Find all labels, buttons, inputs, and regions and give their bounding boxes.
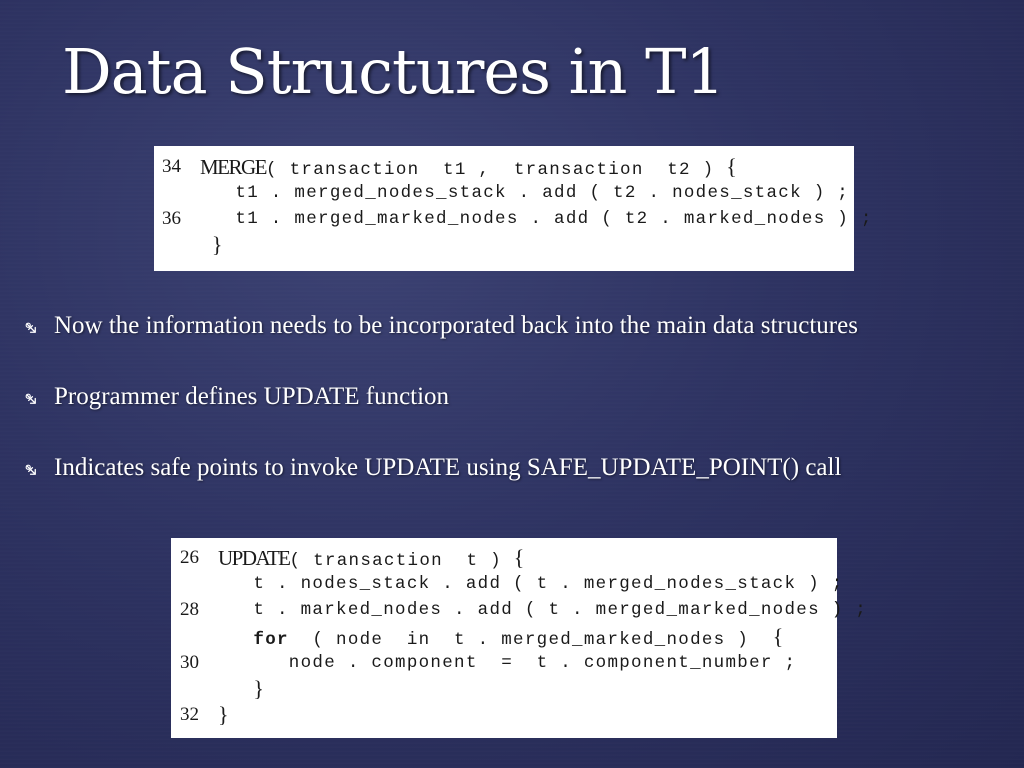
code-token <box>218 630 253 650</box>
slide-title: Data Structures in T1 <box>62 35 725 108</box>
line-number <box>180 571 218 597</box>
code-line: } <box>162 232 854 258</box>
code-line: 36 t1 . merged_marked_nodes . add ( t2 .… <box>162 206 871 232</box>
bullet-arrow-icon <box>24 453 54 482</box>
line-number: 34 <box>162 156 181 177</box>
code-text: t1 . merged_nodes_stack . add ( t2 . nod… <box>200 180 849 206</box>
merge-code-block: 34 MERGE( transaction t1 , transaction t2… <box>154 146 871 271</box>
brace: } <box>253 675 266 701</box>
line-number: 36 <box>162 208 181 229</box>
bullet-text: Now the information needs to be incorpor… <box>54 312 858 339</box>
line-number: 32 <box>180 704 199 726</box>
code-text: node . component = t . component_number … <box>218 650 796 676</box>
bullet-arrow-icon <box>24 311 54 340</box>
brace: { <box>772 623 785 649</box>
brace: } <box>211 232 224 257</box>
code-token: ( transaction t ) <box>289 551 514 571</box>
bullet-list: Now the information needs to be incorpor… <box>24 311 984 482</box>
bullet-item: Now the information needs to be incorpor… <box>24 311 984 340</box>
code-text: } <box>218 676 265 702</box>
code-line: t . nodes_stack . add ( t . merged_nodes… <box>180 571 842 597</box>
code-text: MERGE( transaction t1 , transaction t2 )… <box>200 154 738 180</box>
function-name: MERGE <box>200 155 268 179</box>
code-line: t1 . merged_nodes_stack . add ( t2 . nod… <box>162 180 854 206</box>
code-token <box>200 238 212 258</box>
code-token: node . component = t . component_number … <box>218 652 797 673</box>
code-text: for ( node in t . merged_marked_nodes ) … <box>218 624 785 650</box>
code-line: 32} <box>180 702 837 728</box>
bullet-item: Programmer defines UPDATE function <box>24 382 984 411</box>
code-line: 28 t . marked_nodes . add ( t . merged_m… <box>180 597 866 623</box>
bullet-arrow-icon <box>24 382 54 411</box>
code-text: t1 . merged_marked_nodes . add ( t2 . ma… <box>200 206 873 232</box>
code-line: 30 node . component = t . component_numb… <box>180 650 837 676</box>
bullet-text: Indicates safe points to invoke UPDATE u… <box>54 454 842 481</box>
line-number <box>180 624 218 650</box>
bullet-text: Programmer defines UPDATE function <box>54 383 450 410</box>
line-number <box>180 676 218 702</box>
function-name: UPDATE <box>218 546 291 570</box>
line-number: 26 <box>180 547 199 568</box>
code-text: } <box>200 232 224 258</box>
line-number <box>162 232 200 258</box>
code-text: UPDATE( transaction t ) { <box>218 545 526 571</box>
code-token: ( node in t . merged_marked_nodes ) <box>288 629 773 650</box>
code-text: } <box>218 702 230 728</box>
line-number <box>162 180 200 206</box>
keyword: for <box>253 629 289 650</box>
code-token: t1 . merged_nodes_stack . add ( t2 . nod… <box>200 183 850 203</box>
brace: { <box>513 545 526 570</box>
code-token: t1 . merged_marked_nodes . add ( t2 . ma… <box>200 209 873 229</box>
code-token: ( transaction t1 , transaction t2 ) <box>266 160 727 180</box>
code-line: 34 MERGE( transaction t1 , transaction t2… <box>162 154 854 180</box>
bullet-item: Indicates safe points to invoke UPDATE u… <box>24 453 984 482</box>
code-line: } <box>180 676 837 702</box>
code-text: t . nodes_stack . add ( t . merged_nodes… <box>218 571 844 597</box>
code-line: for ( node in t . merged_marked_nodes ) … <box>180 624 837 650</box>
line-number: 30 <box>180 651 199 673</box>
code-text: t . marked_nodes . add ( t . merged_mark… <box>218 597 867 623</box>
brace: { <box>726 154 739 179</box>
code-token: t . marked_nodes . add ( t . merged_mark… <box>218 600 868 621</box>
code-token: t . nodes_stack . add ( t . merged_nodes… <box>218 574 844 595</box>
brace: } <box>218 702 230 728</box>
update-code-block: 26 UPDATE( transaction t ) { t . nodes_st… <box>171 538 866 738</box>
code-token <box>218 682 253 702</box>
code-line: 26 UPDATE( transaction t ) { <box>180 545 837 571</box>
line-number: 28 <box>180 599 199 621</box>
